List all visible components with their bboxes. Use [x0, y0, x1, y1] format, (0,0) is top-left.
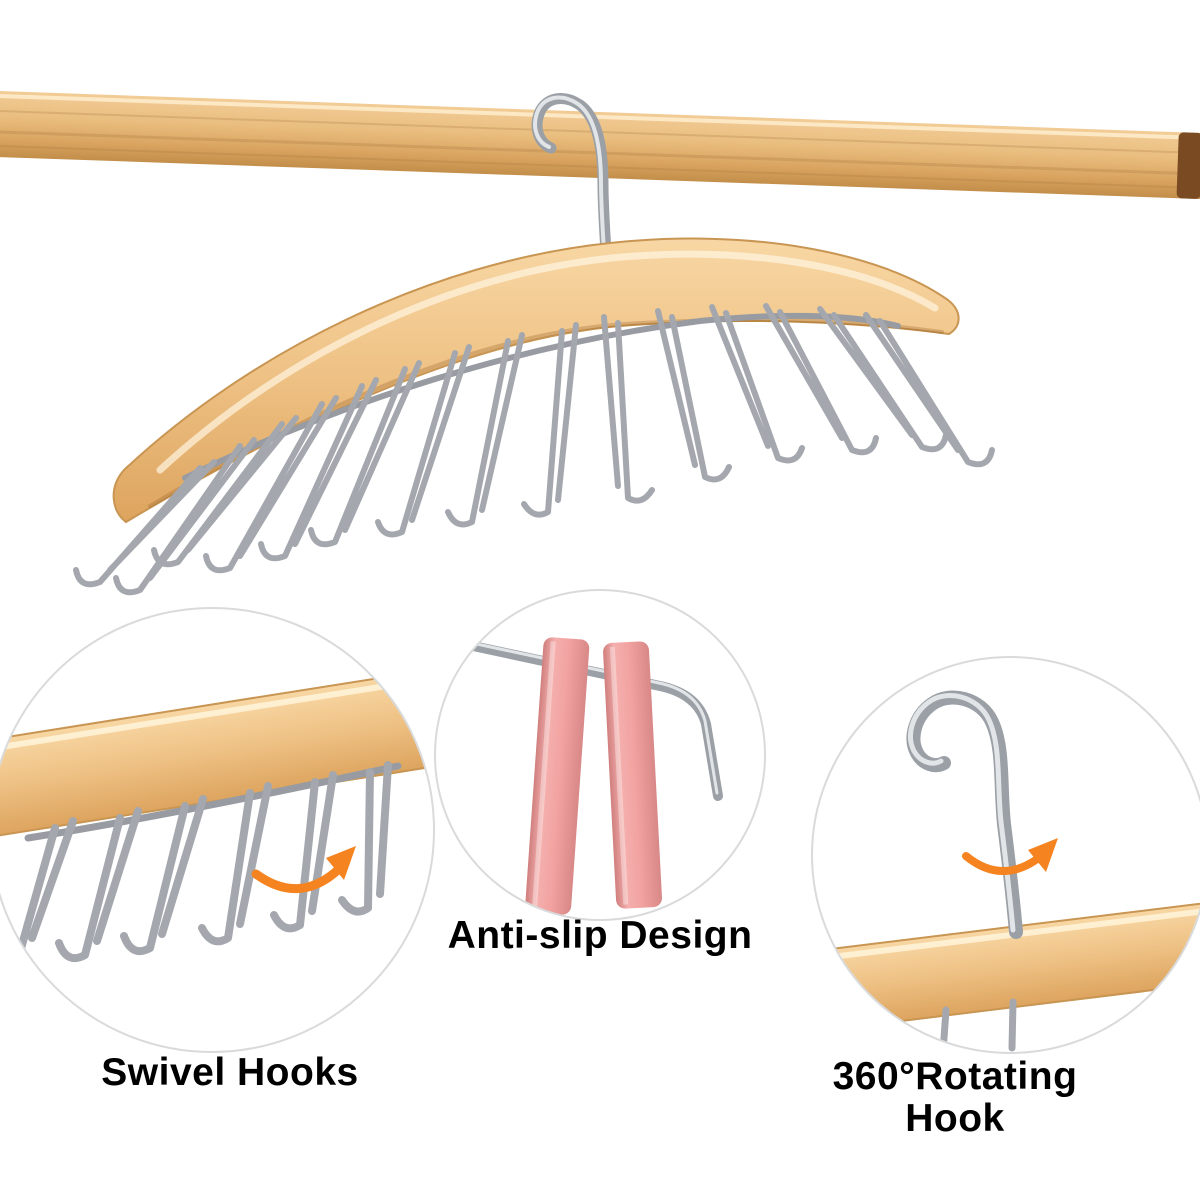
- strap: [525, 637, 590, 915]
- callout-swivel-hooks: [0, 607, 435, 1053]
- callout-anti-slip: [434, 589, 766, 921]
- tie-hook: [445, 332, 525, 528]
- tie-hook: [655, 308, 732, 483]
- tie-hook: [151, 415, 299, 568]
- tie-hook: [521, 322, 579, 518]
- tie-hook: [375, 344, 472, 538]
- rotation-arrow-icon: [962, 838, 1058, 875]
- tie-hook: [113, 437, 257, 596]
- tie-hook: [308, 360, 422, 548]
- label-swivel-hooks: Swivel Hooks: [101, 1051, 359, 1094]
- tie-hooks: [73, 303, 995, 596]
- tie-hook: [198, 782, 272, 946]
- tie-hook: [709, 304, 805, 464]
- tie-hook: [55, 807, 142, 962]
- strap: [603, 641, 662, 909]
- tie-hook: [203, 395, 339, 574]
- callout-rotating-hook: [811, 656, 1200, 1054]
- hanger-hook: [531, 93, 612, 258]
- label-rotating-hook: 360°Rotating Hook: [832, 1055, 1078, 1141]
- tie-hook: [763, 303, 879, 456]
- label-rotating-hook-line2: Hook: [905, 1097, 1005, 1141]
- tie-hook: [258, 377, 379, 562]
- tie-hook: [863, 312, 995, 468]
- rotation-arrow-icon: [251, 846, 356, 894]
- tie-hook: [338, 761, 392, 916]
- tie-hook: [817, 306, 949, 453]
- tie-hook: [120, 795, 207, 955]
- tie-hook: [601, 314, 655, 504]
- rod-end-cap: [1176, 132, 1200, 199]
- tie-hook: [73, 459, 217, 588]
- label-anti-slip: Anti-slip Design: [447, 914, 753, 957]
- label-rotating-hook-line1: 360°Rotating: [832, 1055, 1078, 1098]
